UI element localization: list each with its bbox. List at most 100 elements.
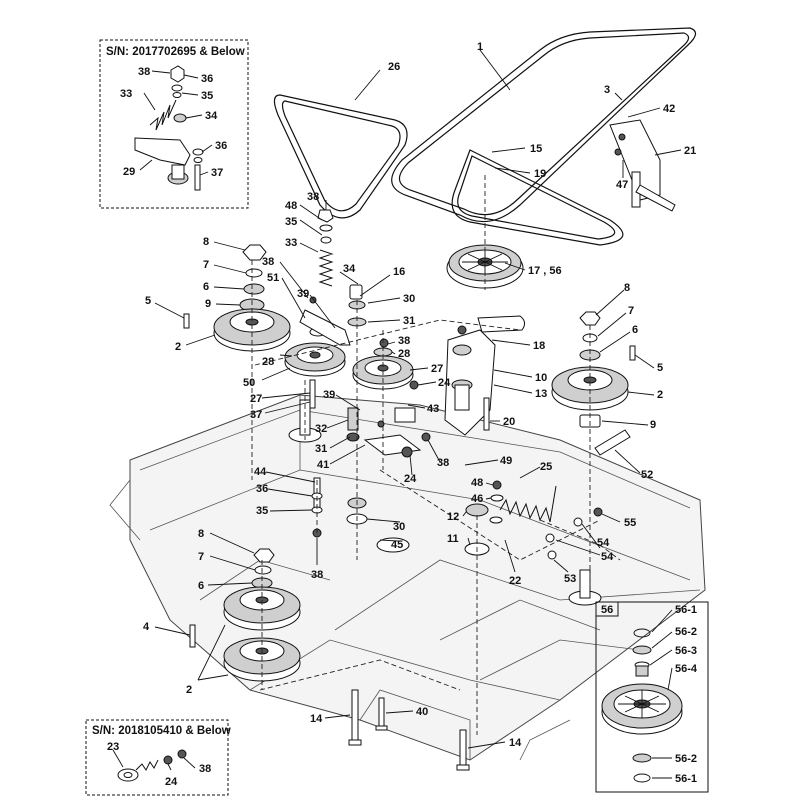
- callout-27: 27: [250, 393, 262, 405]
- inset-callout-37: 37: [211, 167, 223, 179]
- callout-2: 2: [657, 389, 663, 401]
- callout-38: 38: [262, 256, 274, 268]
- callout-15: 15: [530, 143, 542, 155]
- deck-bolts: [348, 689, 470, 771]
- callout-50: 50: [243, 377, 255, 389]
- callout-13: 13: [535, 388, 547, 400]
- bracket-21: [609, 119, 676, 212]
- kit-callout-56-2: 56-2: [675, 753, 697, 765]
- callout-48: 48: [285, 200, 297, 212]
- kit-callout-56-2: 56-2: [675, 626, 697, 638]
- callout-38: 38: [311, 569, 323, 581]
- callout-38: 38: [307, 191, 319, 203]
- callout-34: 34: [343, 263, 356, 275]
- callout-38: 38: [437, 457, 449, 469]
- callout-9: 9: [205, 298, 211, 310]
- callout-10: 10: [535, 372, 547, 384]
- kit-callout-56-1: 56-1: [675, 604, 697, 616]
- callout-52: 52: [641, 469, 653, 481]
- callout-4: 4: [143, 621, 150, 633]
- kit-callout-56-4: 56-4: [675, 663, 698, 675]
- inset-top-left-title: S/N: 2017702695 & Below: [106, 46, 245, 58]
- callout-51: 51: [267, 272, 279, 284]
- leader-lines: [112, 49, 682, 779]
- inset-kit-title: 56: [601, 604, 613, 616]
- callout-37: 37: [250, 409, 262, 421]
- callout-8: 8: [624, 282, 630, 294]
- callout-42: 42: [663, 103, 675, 115]
- callout-48: 48: [471, 477, 483, 489]
- callout-17-56: 17 , 56: [528, 265, 562, 277]
- callout-2: 2: [186, 684, 192, 696]
- callout-43: 43: [427, 403, 439, 415]
- callout-40: 40: [416, 706, 428, 718]
- idler-arm-assembly: [444, 315, 526, 436]
- inset-bottom-left-title: S/N: 2018105410 & Below: [92, 725, 231, 737]
- callout-16: 16: [393, 266, 405, 278]
- callout-19: 19: [534, 168, 546, 180]
- callout-54: 54: [597, 537, 610, 549]
- callout-39: 39: [297, 288, 309, 300]
- callout-7: 7: [628, 305, 634, 317]
- inset-callout-35: 35: [201, 90, 213, 102]
- callout-49: 49: [500, 455, 512, 467]
- bracket-41: [346, 380, 431, 458]
- inset-top-left: S/N: 2017702695 & Below: [99, 39, 249, 209]
- inset-callout-36: 36: [201, 73, 213, 85]
- callout-2: 2: [175, 341, 181, 353]
- callout-30: 30: [403, 293, 415, 305]
- callout-41: 41: [317, 459, 329, 471]
- callout-5: 5: [145, 295, 151, 307]
- callout-35: 35: [285, 216, 297, 228]
- callout-53: 53: [564, 573, 576, 585]
- callout-46: 46: [471, 493, 483, 505]
- alignment-lines: [251, 175, 621, 735]
- callout-38: 38: [398, 335, 410, 347]
- callout-24: 24: [404, 473, 417, 485]
- callout-39: 39: [323, 389, 335, 401]
- callout-25: 25: [540, 461, 552, 473]
- callout-45: 45: [391, 539, 403, 551]
- callout-18: 18: [533, 340, 545, 352]
- inset-kit-56: 56: [595, 601, 709, 793]
- inset-callout-38: 38: [199, 763, 211, 775]
- callout-32: 32: [315, 423, 327, 435]
- callout-31: 31: [315, 443, 327, 455]
- callout-27: 27: [431, 363, 443, 375]
- inset-callout-23: 23: [107, 741, 119, 753]
- spring-33: [299, 209, 367, 346]
- callout-47: 47: [616, 179, 628, 191]
- callout-14: 14: [509, 737, 522, 749]
- callout-22: 22: [509, 575, 521, 587]
- callout-8: 8: [203, 236, 209, 248]
- callout-6: 6: [632, 324, 638, 336]
- callout-44: 44: [254, 466, 267, 478]
- inset-callout-36: 36: [215, 140, 227, 152]
- belt-26: [273, 94, 408, 219]
- inset-callout-33: 33: [120, 88, 132, 100]
- callout-36: 36: [256, 483, 268, 495]
- spring-22: [464, 480, 603, 560]
- kit-callout-56-3: 56-3: [675, 645, 697, 657]
- callout-12: 12: [447, 511, 459, 523]
- center-pulley-left: [284, 327, 346, 409]
- kit-callout-56-1: 56-1: [675, 773, 697, 785]
- callout-7: 7: [198, 551, 204, 563]
- inset-callout-29: 29: [123, 166, 135, 178]
- callout-24: 24: [438, 377, 451, 389]
- inset-bottom-left: S/N: 2018105410 & Below: [85, 719, 231, 796]
- callout-21: 21: [684, 145, 696, 157]
- callout-3: 3: [604, 84, 610, 96]
- callout-35: 35: [256, 505, 268, 517]
- callout-5: 5: [657, 362, 663, 374]
- inset-callout-34: 34: [205, 110, 218, 122]
- belt-1: [391, 27, 697, 246]
- callout-8: 8: [198, 528, 204, 540]
- callout-1: 1: [477, 41, 483, 53]
- callout-9: 9: [650, 419, 656, 431]
- callout-26: 26: [388, 61, 400, 73]
- callout-55: 55: [624, 517, 636, 529]
- callout-28: 28: [262, 356, 274, 368]
- inset-callout-38: 38: [138, 66, 150, 78]
